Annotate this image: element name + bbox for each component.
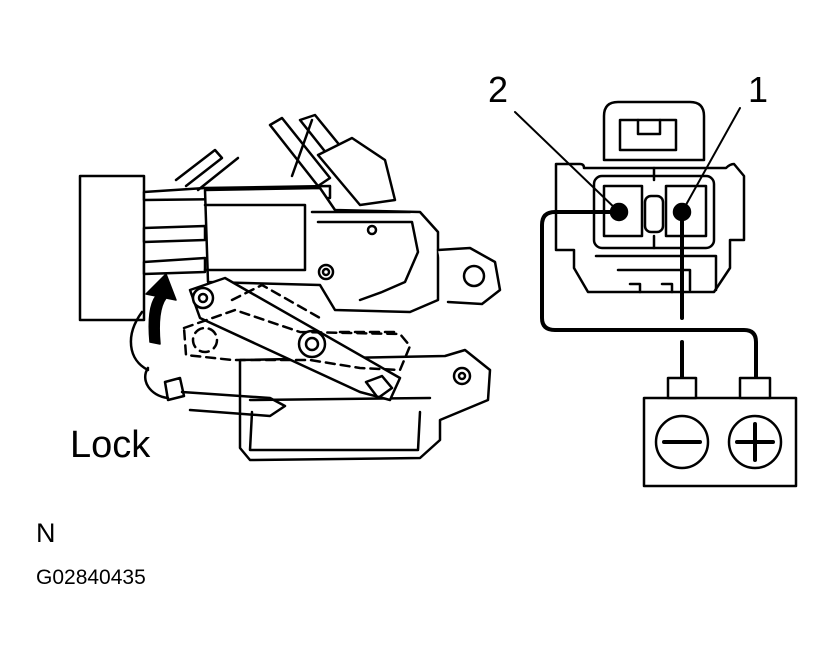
battery-negative-terminal: [666, 376, 698, 400]
lock-label: Lock: [70, 424, 151, 466]
figure-code: G02840435: [36, 566, 146, 589]
actuator-lever: [188, 276, 402, 402]
pin-2-leader-line: [514, 111, 620, 213]
actuator-base-plate: [238, 348, 492, 462]
battery-positive-icon: [727, 414, 783, 470]
battery-positive-terminal: [738, 376, 772, 400]
connector-front-view: [554, 100, 746, 294]
actuator-connector-block: [78, 174, 146, 322]
note-label: N: [36, 518, 56, 548]
motor-housing: [203, 186, 440, 314]
door-lock-actuator: [78, 113, 502, 462]
pin-1-label: 1: [748, 69, 769, 110]
lever-alternate-position: [182, 283, 412, 372]
battery-negative-icon: [654, 414, 710, 470]
pin-2-label: 2: [488, 69, 509, 110]
battery: [642, 376, 798, 488]
pin-1-leader-line: [681, 107, 741, 213]
lock-direction-arrow-icon: [145, 273, 177, 345]
wire-pin-2-to-negative: [540, 210, 758, 380]
